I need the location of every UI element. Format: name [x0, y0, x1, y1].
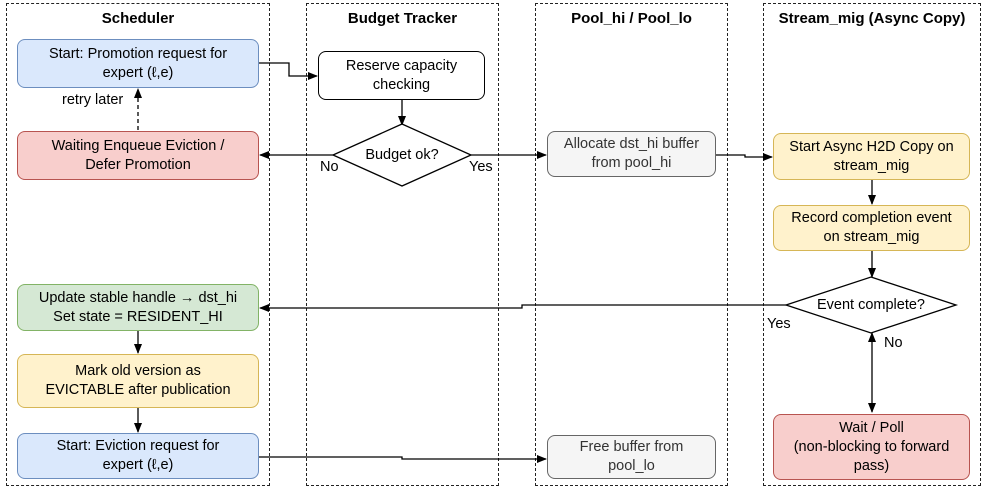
edge-label-budget-no: No — [320, 159, 339, 175]
lane-title-budget-tracker: Budget Tracker — [347, 10, 458, 27]
waiting-node: Waiting Enqueue Eviction /Defer Promotio… — [17, 131, 259, 180]
decision-diamond-budget — [331, 123, 473, 187]
lane-pool: Pool_hi / Pool_lo — [535, 3, 728, 486]
edge-label-budget-yes: Yes — [469, 159, 493, 175]
event-complete-label: Event complete? — [816, 296, 925, 313]
arrow-event-yes-to-update — [259, 304, 786, 312]
lane-stream-mig: Stream_mig (Async Copy) — [763, 3, 981, 486]
lane-title-stream-mig: Stream_mig (Async Copy) — [778, 10, 966, 27]
lane-title-scheduler: Scheduler — [101, 10, 175, 27]
budget-ok-label: Budget ok? — [365, 146, 439, 163]
edge-label-retry-later: retry later — [60, 92, 126, 109]
lane-scheduler: Scheduler — [6, 3, 270, 486]
edge-label-event-no: No — [884, 335, 903, 351]
arrow-promotion-to-reserve — [259, 62, 318, 80]
arrow-eviction-to-free — [259, 455, 547, 463]
edge-label-event-yes: Yes — [767, 316, 791, 332]
lane-title-pool: Pool_hi / Pool_lo — [571, 10, 692, 27]
lane-budget-tracker: Budget Tracker — [306, 3, 499, 486]
arrow-allocate-to-async — [716, 153, 773, 161]
decision-diamond-event — [783, 276, 959, 334]
